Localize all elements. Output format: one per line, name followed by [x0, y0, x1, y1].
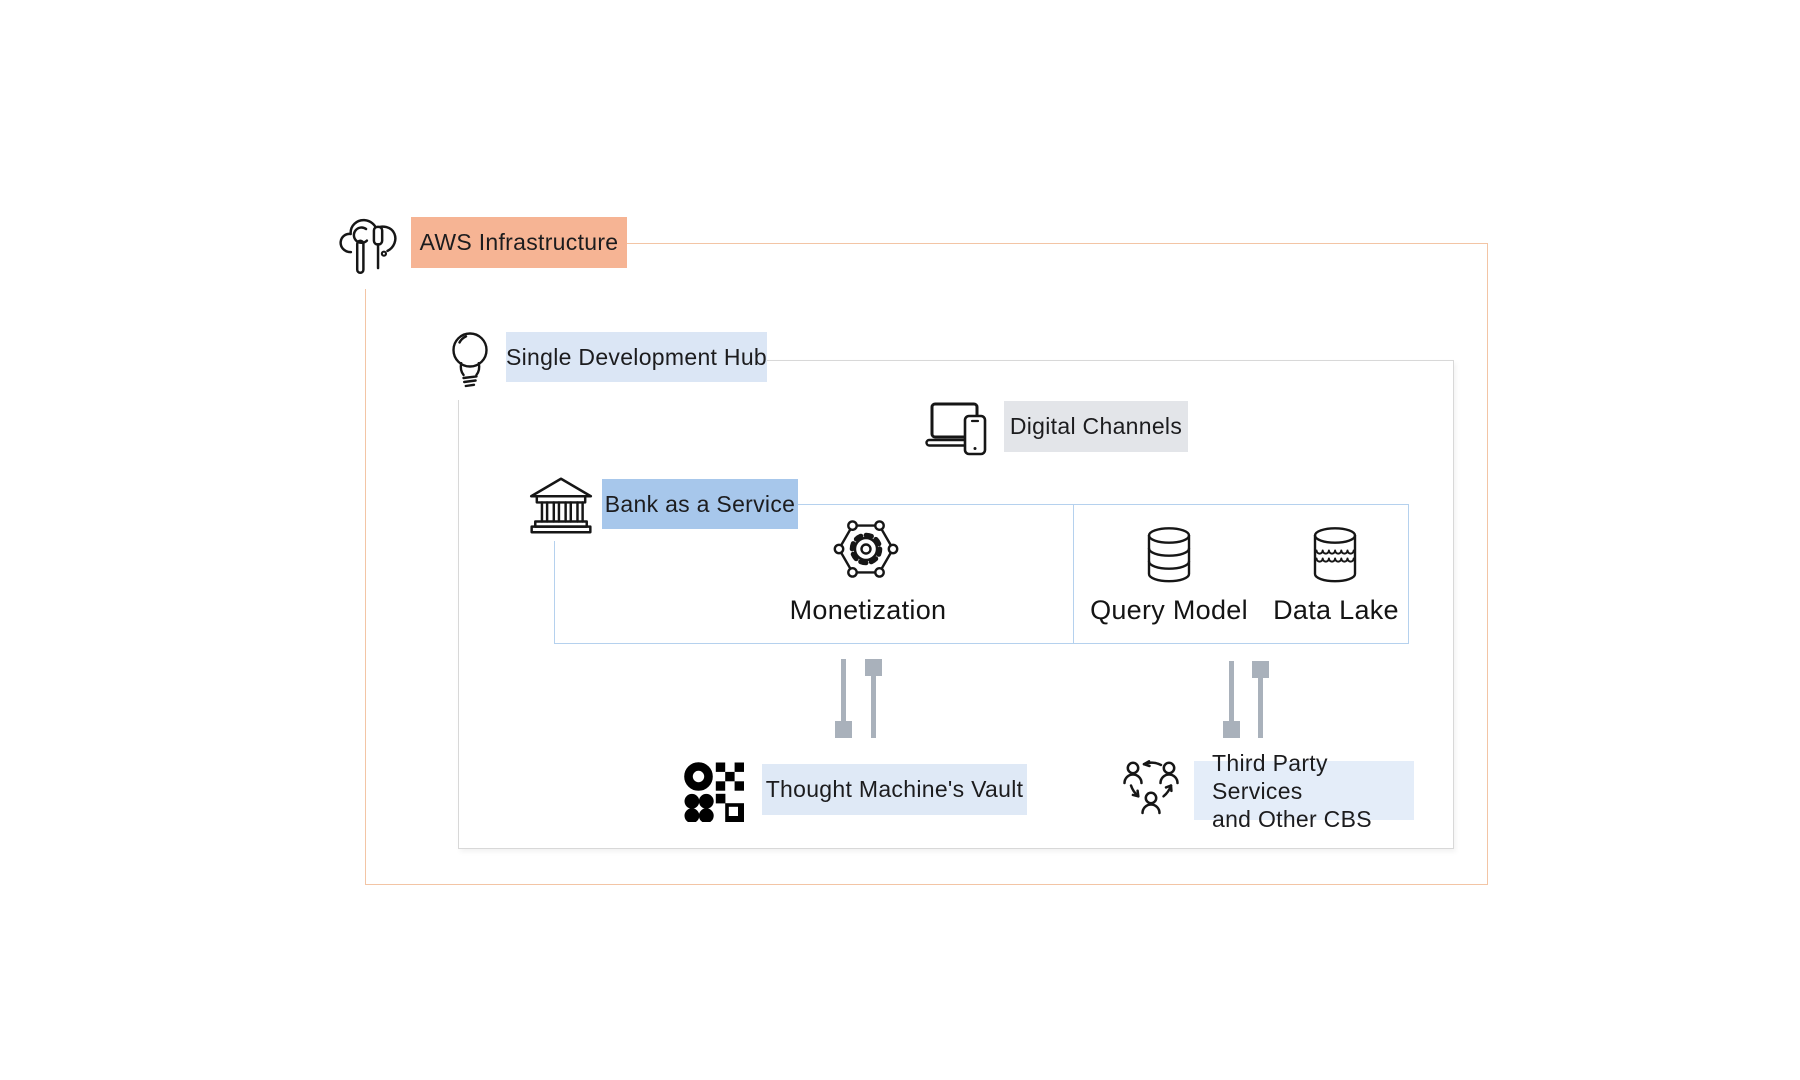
bank-icon	[515, 469, 607, 541]
connector-down-right	[1229, 661, 1234, 723]
bank-as-a-service-box	[554, 504, 1074, 644]
thought-machine-logo-icon	[684, 762, 744, 822]
third-party-line2: and Other CBS	[1212, 805, 1372, 832]
third-party-services-label: Third Party Services and Other CBS	[1194, 750, 1414, 832]
bank-as-a-service-label: Bank as a Service	[602, 479, 798, 529]
connector-down-right-end	[1223, 721, 1240, 738]
connector-up-left	[871, 664, 876, 738]
hexagon-gear-icon	[829, 516, 903, 586]
single-development-hub-box	[458, 360, 1454, 849]
query-model-label: Query Model	[1090, 594, 1248, 625]
connector-down-left-end	[835, 721, 852, 738]
single-development-hub-label: Single Development Hub	[506, 332, 767, 382]
aws-infrastructure-box	[365, 243, 1488, 885]
connector-down-left	[841, 659, 846, 723]
lightbulb-icon	[430, 322, 510, 400]
laptop-phone-icon	[921, 399, 995, 461]
connector-up-right	[1258, 666, 1263, 738]
data-lake-label: Data Lake	[1273, 594, 1399, 625]
data-lake-icon	[1312, 525, 1358, 585]
third-party-line1: Third Party Services	[1212, 749, 1328, 804]
database-icon	[1146, 525, 1192, 585]
cloud-with-tools-icon	[327, 207, 413, 289]
aws-infrastructure-label: AWS Infrastructure	[411, 217, 627, 268]
thought-machines-vault-label: Thought Machine's Vault	[762, 764, 1027, 815]
monetization-label: Monetization	[789, 594, 947, 625]
people-network-icon	[1122, 758, 1186, 824]
query-model-data-lake-box	[1073, 504, 1409, 644]
digital-channels-label: Digital Channels	[1004, 401, 1188, 452]
